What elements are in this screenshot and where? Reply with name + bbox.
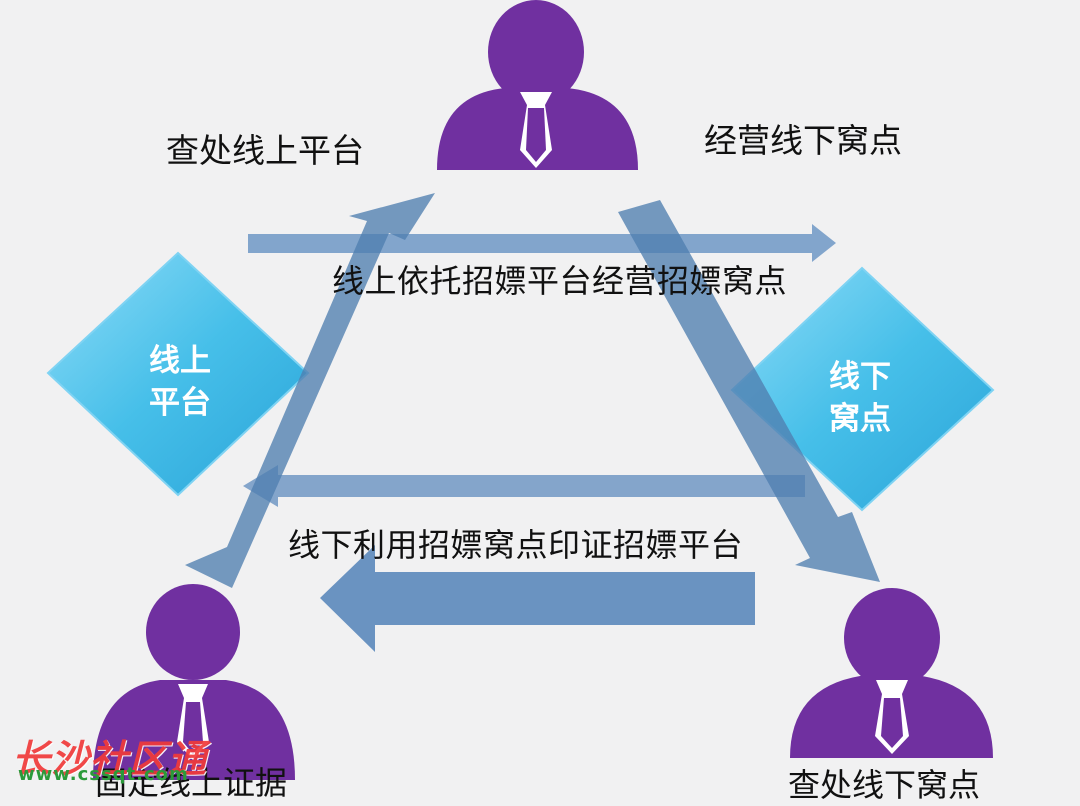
diamond-right-text: 线下 窝点 — [810, 356, 910, 440]
diamond-left-text: 线上 平台 — [130, 340, 230, 424]
arrow-mid-left — [243, 465, 805, 507]
label-middle-upper: 线上依托招嫖平台经营招嫖窝点 — [332, 262, 788, 300]
diamond-left-line1: 线上 — [149, 343, 211, 379]
diamond-left-line2: 平台 — [149, 385, 211, 421]
watermark-text: 长沙社区通 — [12, 737, 208, 781]
label-bottom-left: 固定线上证据 — [95, 764, 288, 802]
person-icon — [437, 0, 638, 170]
watermark-url: www.cssqt.com — [18, 764, 189, 785]
person-icon — [790, 588, 993, 758]
label-bottom-right: 查处线下窝点 — [788, 766, 981, 804]
label-top-right: 经营线下窝点 — [704, 121, 902, 160]
diamond-right-line1: 线下 — [829, 359, 891, 395]
label-middle-lower: 线下利用招嫖窝点印证招嫖平台 — [288, 526, 744, 564]
arrow-diagonal-down — [618, 200, 880, 582]
arrow-bottom-left — [320, 545, 755, 652]
diamond-right-line2: 窝点 — [829, 401, 891, 437]
watermark: 长沙社区通 www.cssqt.com — [12, 728, 208, 785]
arrow-diagonal-up — [185, 193, 435, 588]
diamond-left — [46, 251, 310, 497]
person-icon — [93, 584, 295, 780]
label-top-left: 查处线上平台 — [166, 131, 364, 170]
